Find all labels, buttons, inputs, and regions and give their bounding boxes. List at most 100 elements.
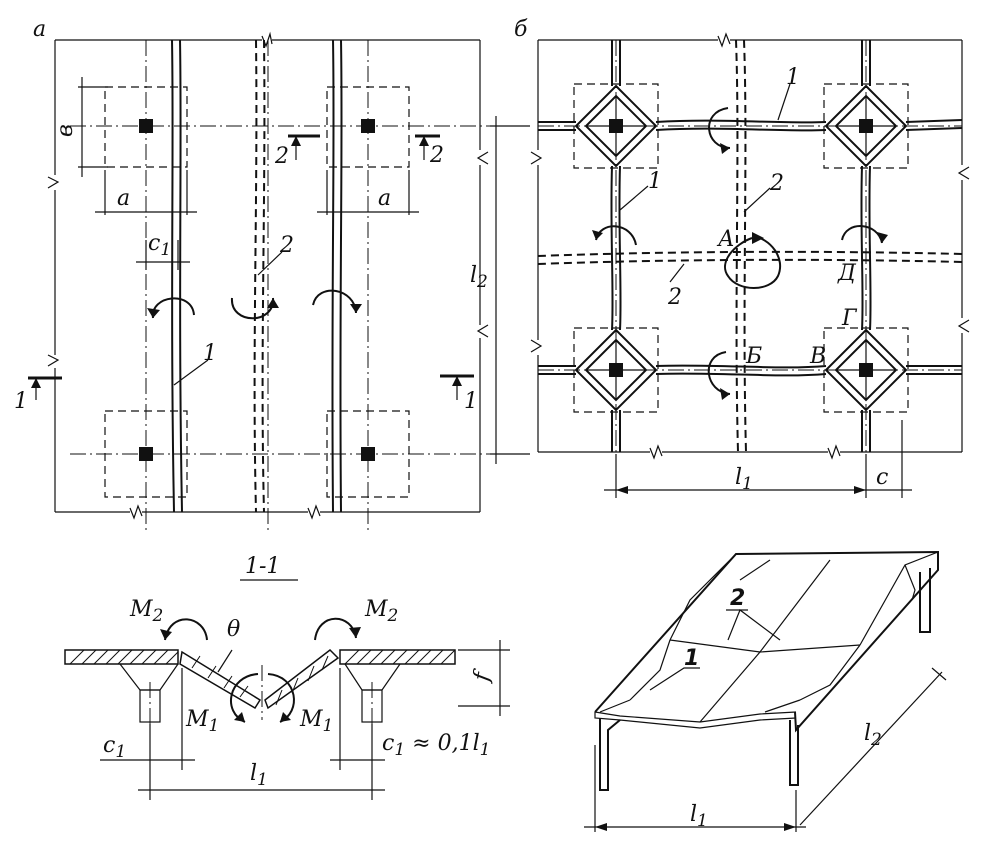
leader-1 — [173, 359, 209, 386]
moment-arrow — [314, 617, 357, 641]
column-capital — [104, 86, 188, 168]
column-front-right — [789, 720, 799, 786]
section-mark-2-left: 2 — [274, 144, 289, 169]
dim-l2-3d — [799, 671, 943, 826]
dim-l1-section-label: l1 — [250, 761, 268, 790]
crack-diamond — [824, 328, 908, 412]
dim-f — [458, 640, 510, 716]
column-back-right — [919, 568, 931, 633]
dim-c1-section — [100, 668, 195, 800]
point-V: В — [809, 344, 826, 369]
dim-l2-label: l2 — [470, 263, 488, 292]
point-G: Г — [841, 306, 858, 331]
dim-l1-label: l1 — [735, 465, 753, 494]
crack-label-1-3d: 1 — [684, 646, 699, 671]
column-capital — [326, 410, 410, 498]
dim-b — [78, 77, 108, 177]
column-front-left — [599, 718, 621, 791]
moment-arrow — [230, 297, 275, 320]
crack-line-1a — [179, 39, 183, 513]
column-capital — [823, 327, 909, 413]
section-title: 1-1 — [245, 554, 280, 579]
point-A: А — [716, 227, 735, 252]
crack-line-1 — [861, 40, 871, 86]
crack-line-1 — [906, 365, 962, 375]
crack-line-2 — [537, 250, 963, 265]
break-mark — [47, 176, 60, 189]
dim-a-right-label: a — [378, 186, 391, 211]
section-mark-1-right: 1 — [464, 389, 478, 414]
break-mark — [476, 324, 489, 338]
panel-a: а a — [14, 17, 530, 530]
leader-2 — [257, 251, 283, 276]
panel-b: б — [514, 17, 970, 498]
moment-arrow — [164, 618, 208, 641]
column-capital — [573, 327, 659, 413]
crack-line-2 — [253, 39, 258, 513]
dim-c1-right-section — [330, 668, 385, 800]
section-mark-2-right: 2 — [429, 143, 444, 168]
column-capital — [823, 83, 909, 169]
dim-c1-section-label: c1 — [103, 733, 126, 762]
crack-line-1b — [331, 39, 335, 513]
m1-right-label: M1 — [299, 707, 333, 736]
dim-f-label: f — [469, 667, 496, 685]
dim-c1 — [136, 240, 190, 270]
panel-b-label: б — [514, 17, 528, 42]
crack-line-1 — [611, 40, 621, 86]
point-B: Б — [745, 344, 762, 369]
m2-right-label: M2 — [364, 597, 398, 626]
crack-line-2 — [735, 39, 747, 453]
crack-line-1b — [339, 39, 343, 513]
crack-line-1 — [905, 119, 963, 131]
crack-label-2-3d: 2 — [730, 586, 745, 611]
dim-l1-c — [604, 420, 912, 498]
crack-line-1 — [861, 410, 871, 452]
isometric-view: 1 2 l1 l2 — [584, 550, 947, 832]
slab-right — [339, 649, 456, 665]
crack-label-1: 1 — [203, 341, 217, 366]
dim-l2-3d-label: l2 — [864, 721, 882, 750]
m2-left-label: M2 — [129, 597, 163, 626]
panel-a-label: а — [33, 17, 46, 42]
arrowhead — [350, 304, 362, 313]
column — [361, 119, 375, 133]
column — [139, 447, 153, 461]
crack-line-1 — [538, 365, 576, 375]
slab-incline-left — [179, 650, 262, 710]
dim-c1-approx-label: c1 ≈ 0,1l1 — [382, 731, 490, 760]
moment-arrow — [151, 297, 195, 319]
crack-label-1-left: 1 — [648, 169, 662, 194]
dim-l1-3d — [584, 745, 806, 832]
theta-label: θ — [227, 617, 240, 642]
break-mark — [307, 504, 321, 520]
crack-line-1 — [655, 364, 827, 377]
dim-b-label: в — [53, 124, 78, 137]
slab-outline — [594, 550, 939, 733]
crack-line-1 — [610, 165, 622, 331]
arrowhead — [147, 308, 160, 318]
crack-line-1 — [611, 410, 621, 452]
crack-label-2-horiz: 2 — [667, 285, 682, 310]
crack-line-1 — [538, 121, 576, 131]
break-mark — [47, 354, 60, 367]
crack-line-2 — [261, 39, 266, 513]
section-mark-1-left: 1 — [14, 389, 28, 414]
slab-incline-right — [264, 649, 340, 710]
crack-diamond — [574, 328, 658, 412]
crack-line-1 — [860, 165, 872, 331]
dim-c1-label: c1 — [148, 231, 171, 260]
dim-l2 — [490, 116, 530, 464]
arrowhead — [267, 298, 279, 308]
dim-a-right — [317, 170, 419, 215]
column-capital — [573, 83, 659, 169]
section-1-1: 1-1 M2 M2 — [64, 554, 510, 800]
crack-label-2-vert: 2 — [769, 171, 784, 196]
crack-line-1a — [171, 39, 175, 513]
dim-c-label: c — [876, 465, 888, 490]
crack-diamond — [824, 84, 908, 168]
column-capital — [104, 410, 188, 498]
break-mark — [129, 504, 143, 520]
point-D: Д — [837, 261, 857, 286]
